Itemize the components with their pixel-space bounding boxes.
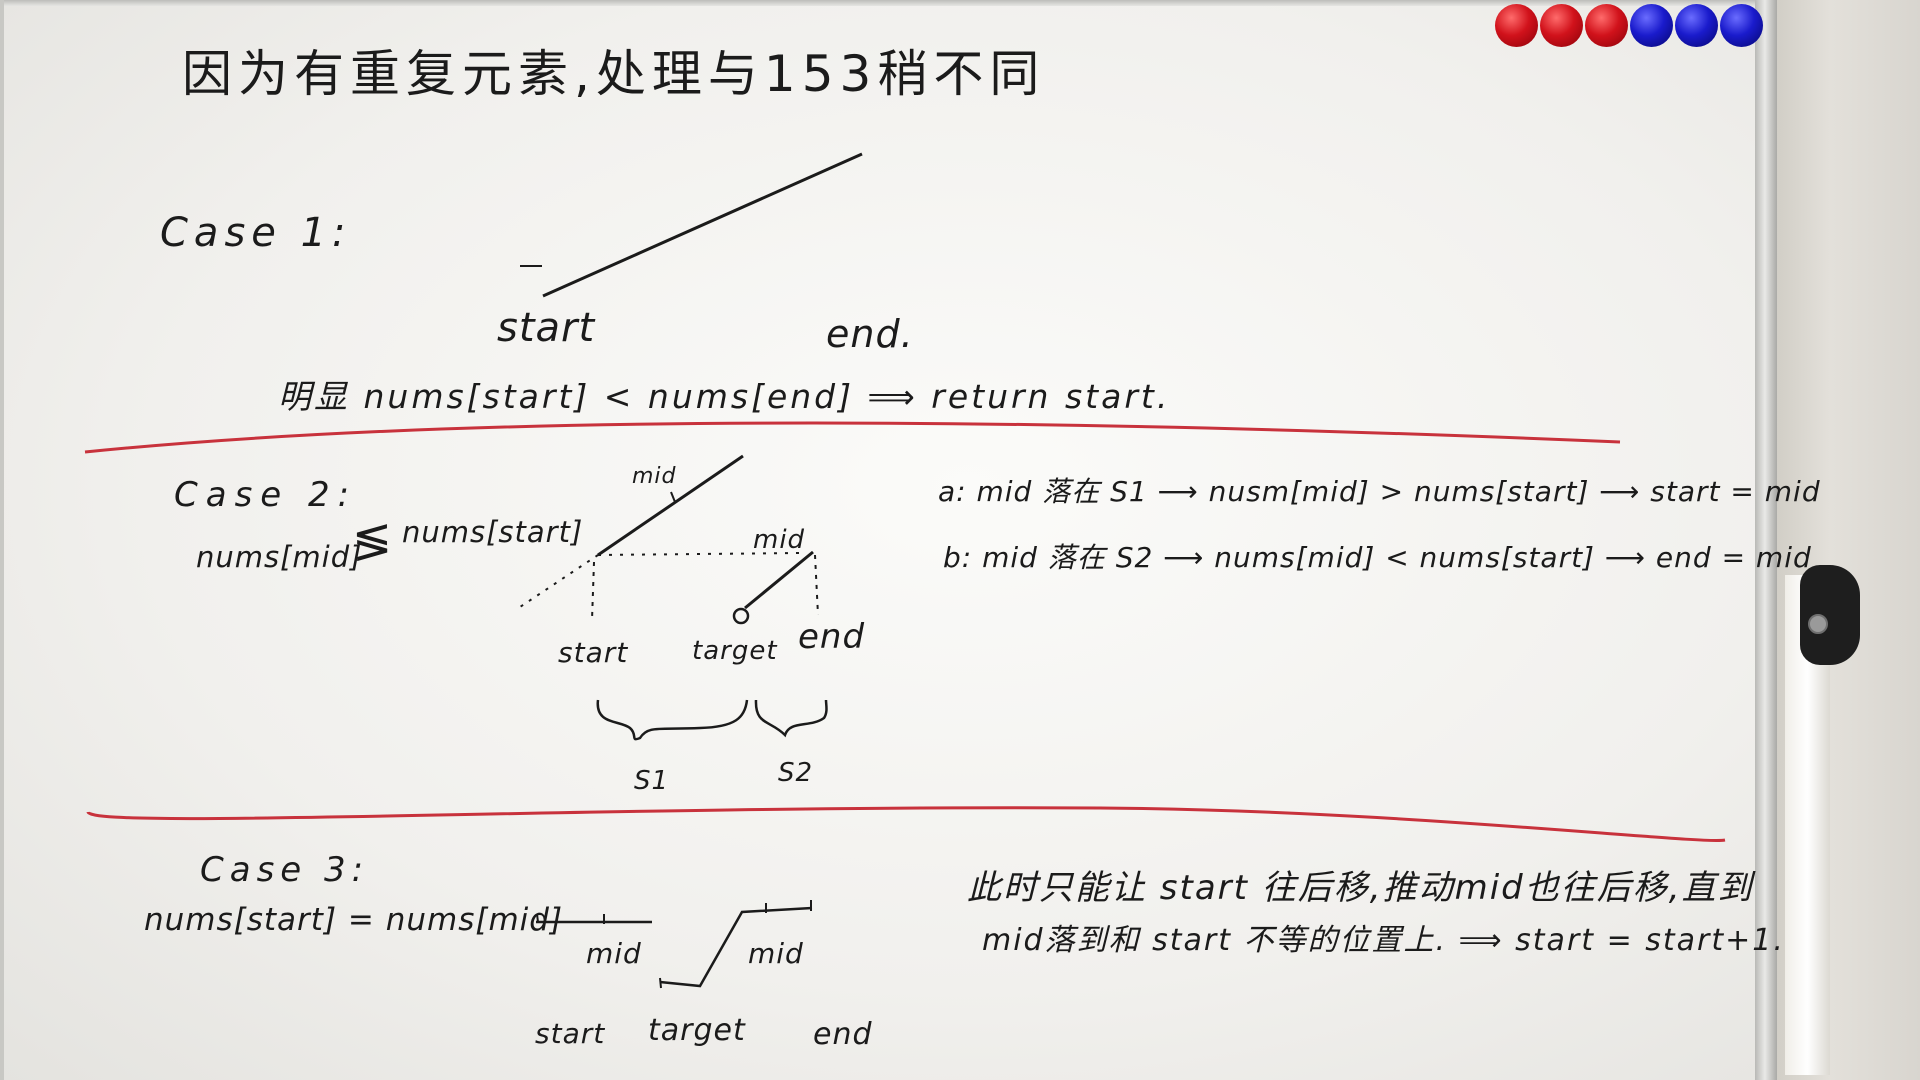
blue-magnet	[1630, 4, 1673, 47]
case1-label: Case 1:	[160, 210, 352, 256]
case2-dotted-extension	[519, 554, 599, 608]
case3-right-shape	[659, 906, 813, 988]
case2-s1-line	[597, 454, 744, 557]
case2-s2-label: S2	[778, 758, 814, 788]
case2-mid-upper-label: mid	[632, 464, 677, 489]
case2-compare-left: nums[mid]	[196, 540, 363, 574]
case2-s2-line	[744, 550, 814, 610]
case3-right-start-tick	[659, 977, 662, 989]
case2-rule-a: a: mid 落在 S1 ⟶ nusm[mid] > nums[start] ⟶…	[938, 475, 1821, 508]
case3-condition: nums[start] = nums[mid]	[144, 902, 564, 938]
case3-explanation-line2: mid落到和 start 不等的位置上. ⟹ start = start+1.	[982, 923, 1785, 958]
wall-bracket	[1800, 565, 1860, 665]
whiteboard	[0, 0, 1760, 1080]
red-magnet	[1540, 4, 1583, 47]
board-title: 因为有重复元素,处理与153稍不同	[182, 45, 1046, 103]
case2-target-label: target	[692, 636, 778, 666]
case3-mid-left-label: mid	[586, 937, 642, 970]
case2-rule-b: b: mid 落在 S2 ⟶ nums[mid] < nums[start] ⟶…	[943, 541, 1812, 574]
case2-start-dash	[591, 561, 595, 621]
case1-conclusion: 明显 nums[start] < nums[end] ⟹ return star…	[278, 377, 1171, 416]
case2-mid-tick	[670, 491, 676, 503]
red-divider-2	[86, 806, 1726, 842]
case3-start-label: start	[535, 1017, 606, 1050]
case1-start-label: start	[497, 305, 596, 351]
case2-compare-right: nums[start]	[402, 515, 584, 549]
case1-end-label: end.	[826, 312, 914, 356]
blue-magnet	[1675, 4, 1718, 47]
case3-mid-right-label: mid	[748, 937, 804, 970]
board-frame-left	[0, 0, 4, 1080]
magnet-row	[1495, 4, 1763, 48]
case2-label: Case 2:	[174, 475, 358, 515]
board-frame-top	[0, 0, 1777, 6]
case2-s1-brace	[596, 699, 749, 741]
case3-explanation-line1: 此时只能让 start 往后移,推动mid也往后移,直到	[967, 868, 1754, 908]
red-magnet	[1585, 4, 1628, 47]
case2-s1-label: S1	[634, 766, 670, 796]
case3-end-label: end	[813, 1017, 873, 1052]
case3-left-tick-start	[536, 913, 539, 923]
case2-end-dash	[814, 554, 819, 616]
case2-target-point	[732, 607, 750, 625]
board-frame-right	[1755, 0, 1777, 1080]
case2-end-label: end	[798, 617, 866, 657]
case1-ascending-line	[542, 152, 863, 298]
case2-s2-brace	[754, 699, 828, 738]
case2-mid-lower-label: mid	[753, 525, 806, 555]
case3-target-label: target	[648, 1013, 746, 1048]
blue-magnet	[1720, 4, 1763, 47]
case2-compare-symbol: ≶	[352, 513, 394, 569]
red-magnet	[1495, 4, 1538, 47]
case2-start-label: start	[558, 636, 629, 669]
bracket-bolt	[1808, 614, 1828, 634]
case3-label: Case 3:	[200, 850, 370, 890]
red-divider-1	[84, 421, 1621, 454]
case2-dotted-horizontal	[597, 552, 803, 556]
